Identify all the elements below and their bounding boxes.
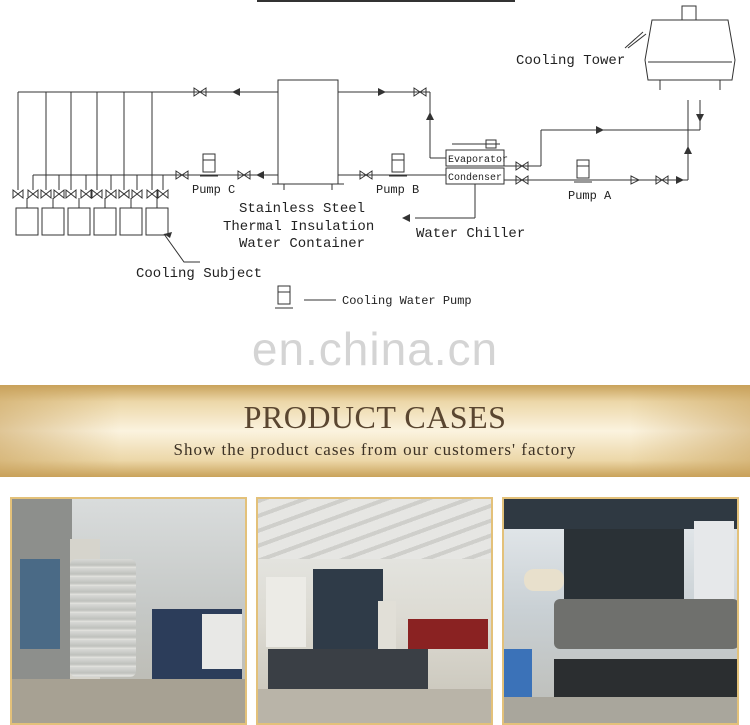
cooling-tower-icon: [644, 19, 736, 81]
flow-arrows: [164, 88, 704, 238]
banner-subtitle: Show the product cases from our customer…: [173, 440, 577, 459]
cooling-system-diagram: Cooling Tower Evaporator Condenser Pump …: [12, 0, 736, 309]
pump-a-label: Pump A: [568, 189, 612, 203]
banner-decoration-right: [630, 385, 750, 477]
legend-pump-icon: [275, 285, 293, 309]
cooling-subject-return-lines: [32, 174, 278, 190]
pump-c-label: Pump C: [192, 183, 235, 197]
watermark: en.china.cn: [251, 323, 499, 375]
water-chiller-label: Water Chiller: [416, 226, 525, 242]
cooling-subject-units: [12, 188, 200, 263]
container-label-line2: Thermal Insulation: [223, 219, 374, 235]
pump-c-icon: [200, 153, 218, 177]
evaporator-label: Evaporator: [448, 155, 508, 166]
evaporator-box: [445, 149, 505, 167]
valves: [175, 87, 669, 185]
condenser-label: Condenser: [448, 172, 502, 184]
water-container: [277, 79, 339, 185]
product-cases-banner: PRODUCT CASES Show the product cases fro…: [0, 385, 750, 477]
container-label-line3: Water Container: [239, 236, 365, 252]
product-case-photo-2: [256, 497, 493, 725]
banner-title: PRODUCT CASES: [243, 399, 507, 435]
pump-a-icon: [574, 159, 592, 183]
legend-label: Cooling Water Pump: [342, 294, 472, 308]
pump-b-label: Pump B: [376, 183, 419, 197]
banner-decoration-left: [0, 385, 120, 477]
product-case-photo-3: [502, 497, 739, 725]
cooling-subject-label: Cooling Subject: [136, 266, 262, 282]
product-case-photo-1: [10, 497, 247, 725]
container-label-line1: Stainless Steel: [239, 201, 365, 217]
cooling-tower-label: Cooling Tower: [516, 53, 625, 69]
pump-b-icon: [389, 153, 407, 177]
